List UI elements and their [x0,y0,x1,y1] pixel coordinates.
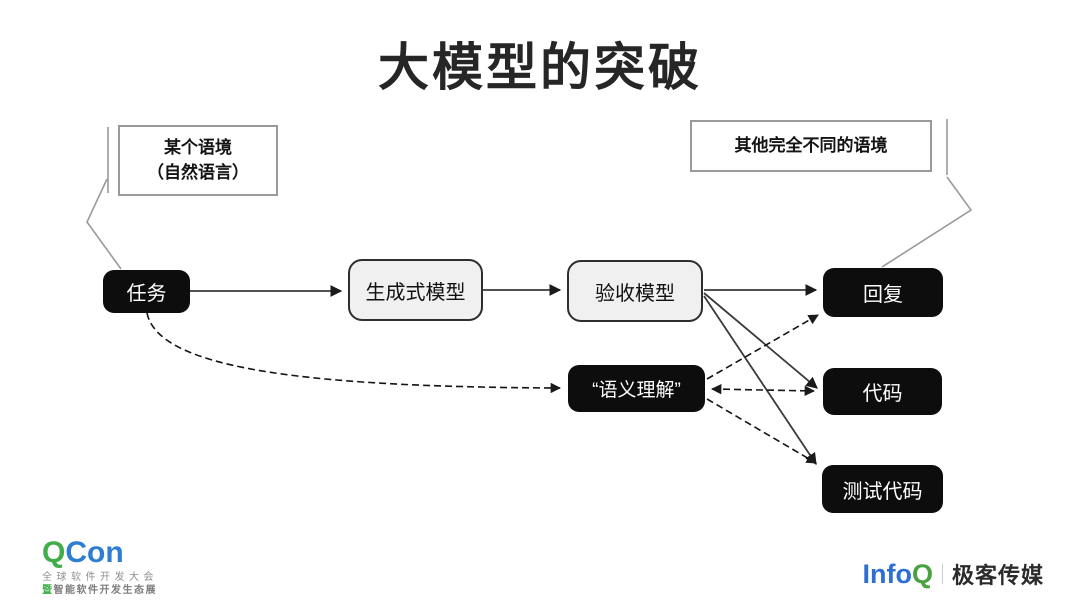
edge-semantic-code-bidirectional [710,383,816,397]
infoq-brand-name: 极客传媒 [951,563,1044,588]
callout-left-line1: 某个语境 [164,137,232,157]
infoq-letter-q: Q [911,559,933,589]
edge-acceptance-to-test-code [703,295,817,465]
callout-left-pointer [86,178,122,270]
callout-right-text: 其他完全不同的语境 [734,135,888,155]
node-reply: 回复 [823,268,943,317]
infoq-logo: InfoQ 极客传媒 [862,558,1044,590]
node-code: 代码 [823,368,942,415]
edge-semantic-to-reply [706,314,819,380]
node-acceptance-model: 验收模型 [567,260,703,322]
callout-left-line2: （自然语言） [147,162,249,182]
callout-right-label: 其他完全不同的语境 [690,120,932,172]
edge-semantic-to-test-code [706,398,817,464]
slide-title: 大模型的突破 [377,39,702,96]
qcon-tagline-1: 全球软件开发大会 [42,572,158,583]
callout-right-pointer [881,176,973,268]
infoq-separator [941,564,943,584]
edge-task-to-semantic [146,312,562,394]
qcon-letters-con: Con [65,536,124,569]
infoq-wordmark: InfoQ [862,559,933,590]
node-test-code: 测试代码 [822,465,943,513]
qcon-letter-q: Q [42,536,66,569]
qcon-wordmark: QCon [42,536,158,569]
node-semantic-understanding: “语义理解” [568,365,705,412]
qcon-logo: QCon 全球软件开发大会 暨智能软件开发生态展 [42,536,158,596]
node-task: 任务 [103,270,190,313]
qcon-tagline-2-rest: 智能软件开发生态展 [53,585,157,596]
qcon-tagline-2: 暨智能软件开发生态展 [42,585,158,596]
qcon-tagline-2-prefix: 暨 [42,585,54,596]
callout-left-label: 某个语境 （自然语言） [118,125,278,196]
edge-acceptance-to-code [703,292,818,389]
infoq-letters-info: Info [862,559,912,589]
node-generative-model: 生成式模型 [348,259,483,321]
